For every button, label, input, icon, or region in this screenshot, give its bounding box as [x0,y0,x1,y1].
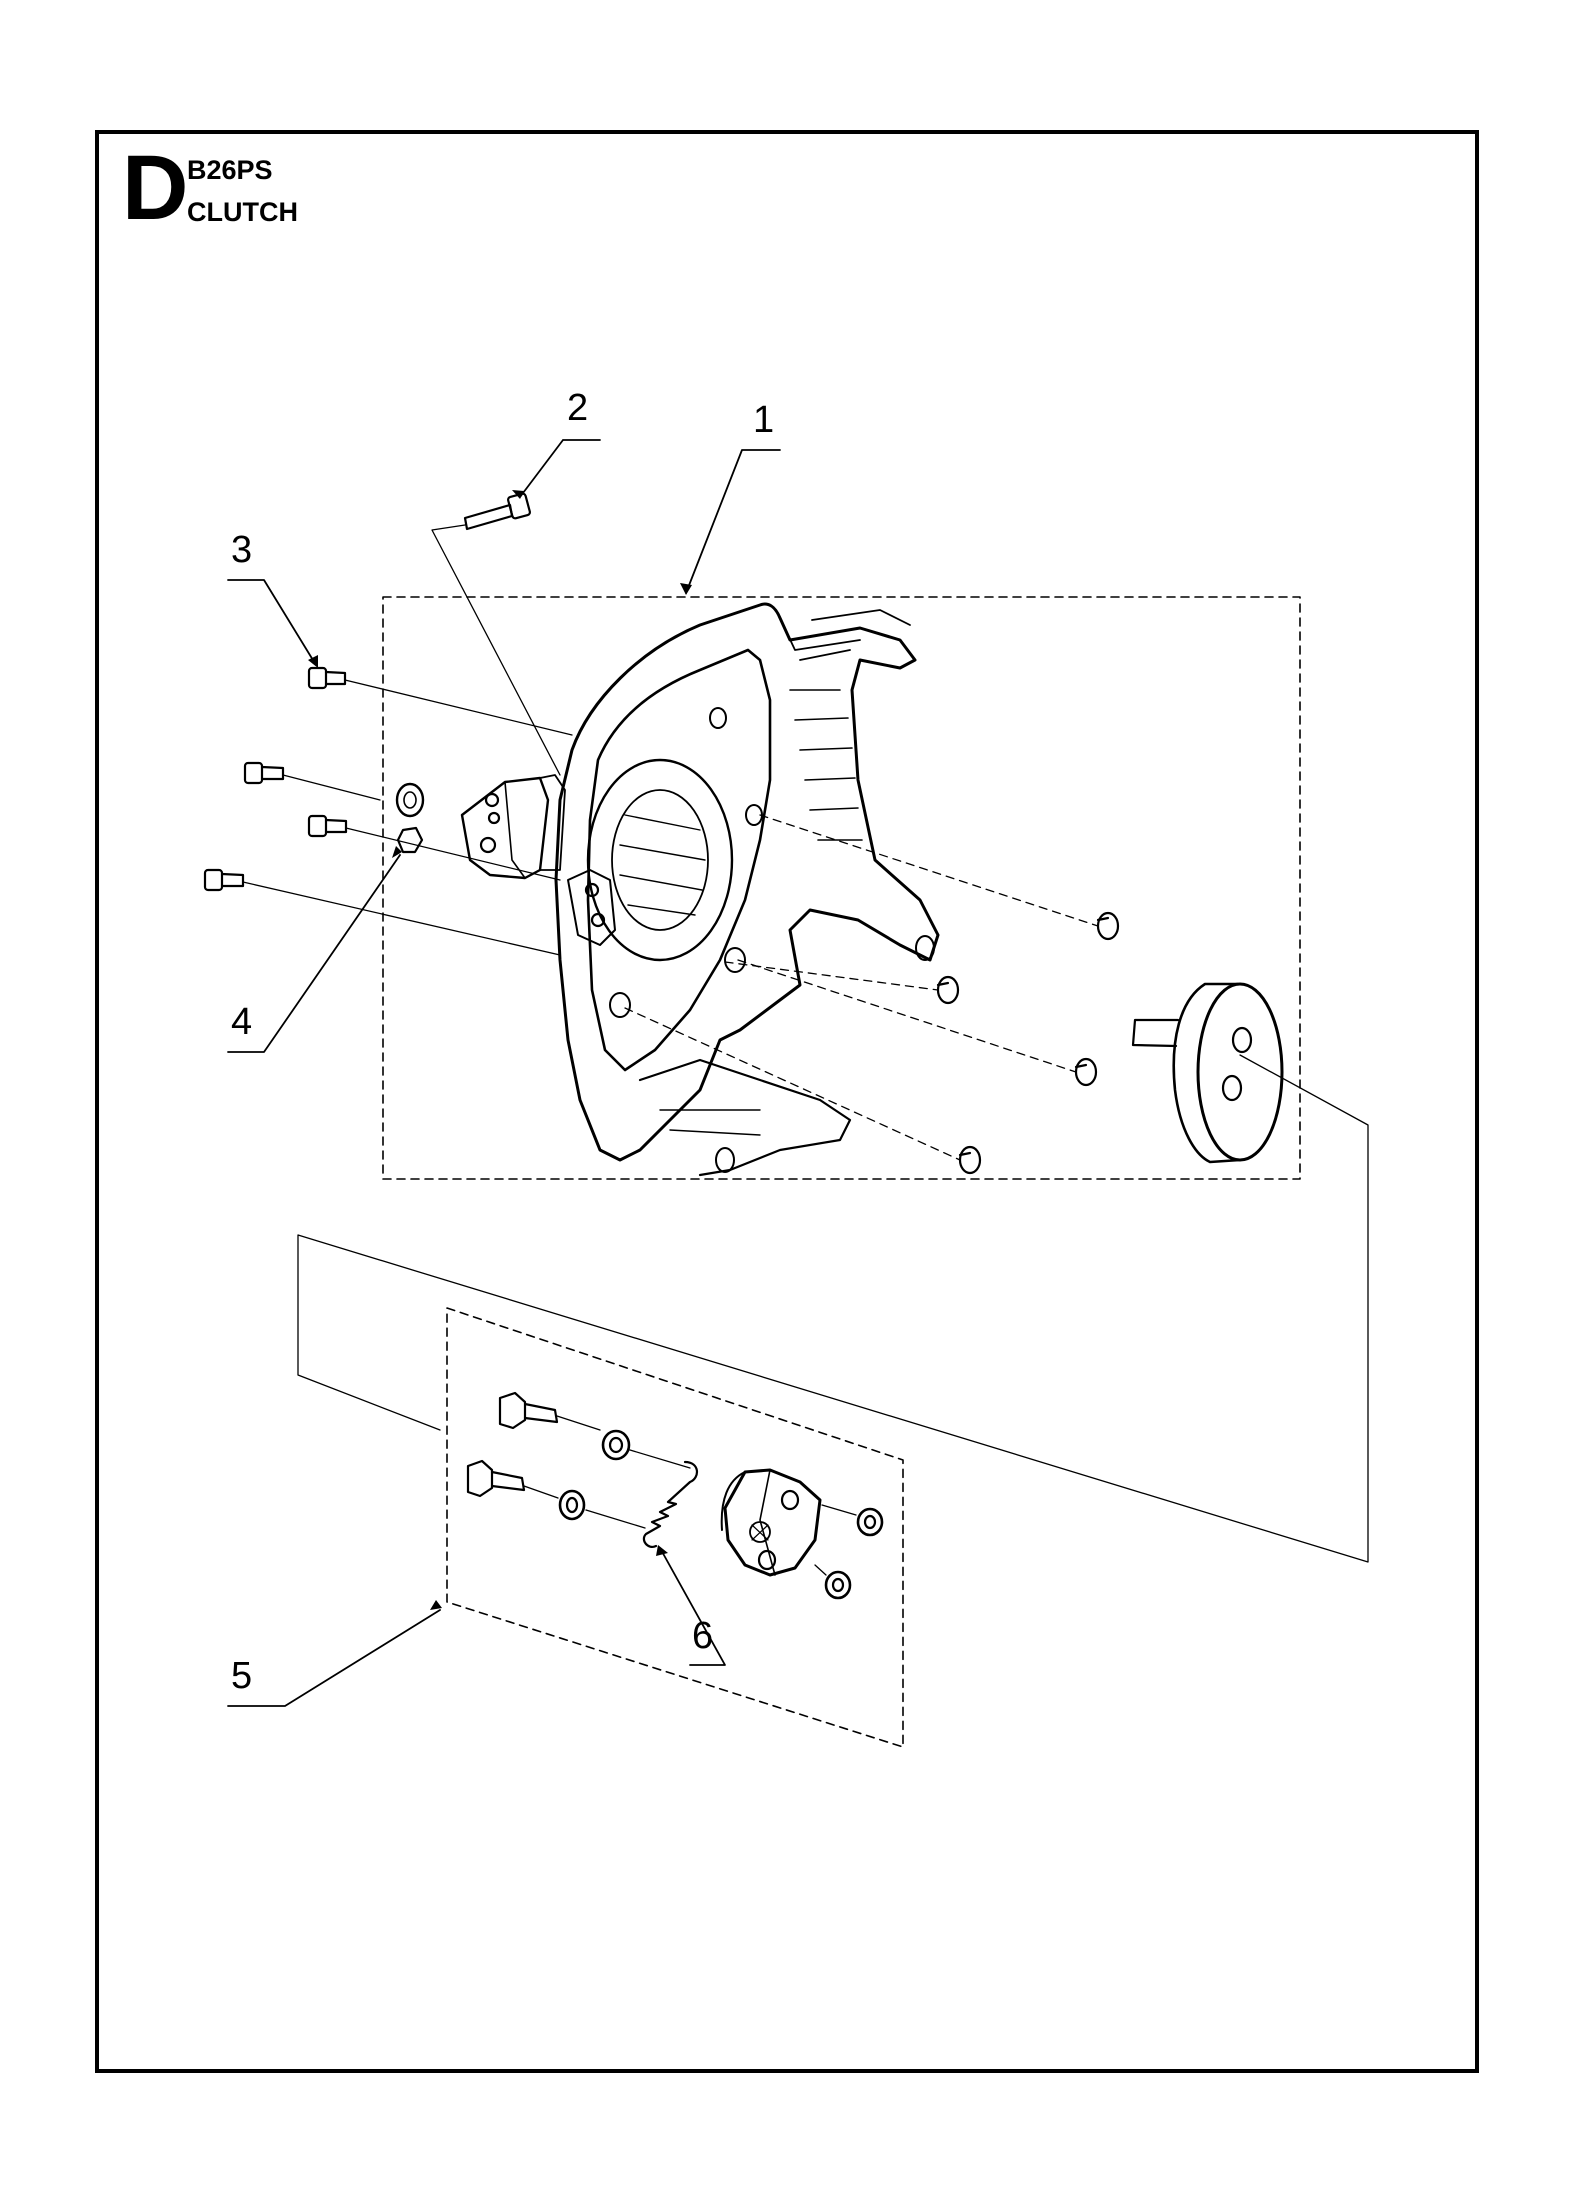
screw-3c [307,814,348,838]
clutch-group-box [446,1307,904,1748]
callout-5: 5 [231,1655,252,1697]
callout-6: 6 [692,1615,713,1657]
page-border [95,130,1479,2073]
screw-3d [203,868,245,892]
clutch-screw-b [466,1459,526,1498]
clutch-screw-a [498,1391,559,1430]
coil-block [460,774,566,880]
callout-3: 3 [231,529,252,571]
nut-r4 [958,1145,982,1175]
clutch-housing [554,602,940,1177]
nut-r3 [1074,1057,1098,1087]
callout-leaders [227,439,781,1707]
screw-3a [307,666,347,690]
clutch-shoes [720,1468,822,1577]
callout-arrowheads [308,490,692,1610]
dashed-assembly-lines [624,814,1099,1161]
clutch-drum [1131,982,1284,1164]
screw-3b [243,761,285,785]
clutch-washer-b [558,1489,586,1521]
nut-4 [396,826,424,854]
washer-4 [395,782,425,818]
nut-r1 [1096,911,1120,941]
clutch-washer-a [601,1429,631,1461]
clutch-washer-c [856,1507,884,1537]
model-label: B26PS [187,155,273,185]
section-letter: D [122,137,189,239]
clutch-spring-6 [642,1460,698,1548]
callout-1: 1 [753,399,774,441]
screw-2 [463,492,531,531]
nut-r2 [936,975,960,1005]
clutch-washer-d [824,1570,852,1600]
callout-2: 2 [567,387,588,429]
assembly-lines [242,524,1369,1576]
assembly-title: CLUTCH [187,197,298,227]
housing-group-box [382,596,1301,1180]
callout-4: 4 [231,1001,252,1043]
